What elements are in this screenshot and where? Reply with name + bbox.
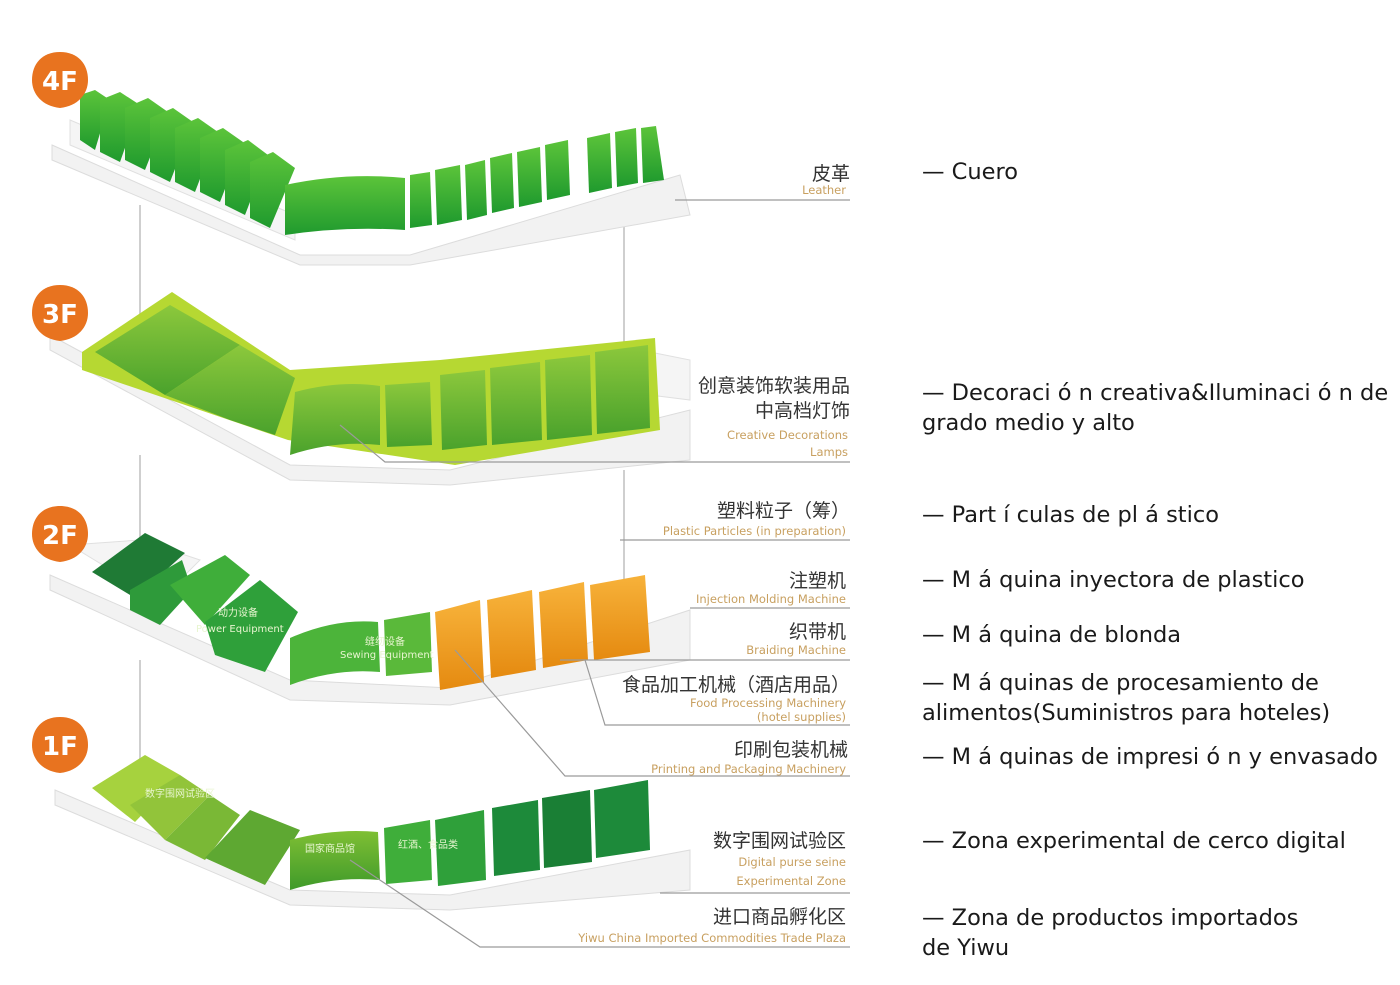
badge-1f: 1F bbox=[32, 717, 88, 773]
zone-leather-en: Leather bbox=[802, 183, 846, 197]
block-label-sewing-zh: 缝纫设备 bbox=[365, 635, 405, 648]
floor-label-1f: 1F bbox=[42, 732, 78, 762]
zone-digital-es: — Zona experimental de cerco digital bbox=[922, 828, 1346, 854]
zone-braiding-en: Braiding Machine bbox=[746, 643, 846, 657]
floor-4f bbox=[51, 90, 691, 266]
zone-decor-en-1: Creative Decorations bbox=[727, 428, 848, 442]
floor-label-4f: 4F bbox=[42, 67, 78, 97]
block-label-national-zh: 国家商品馆 bbox=[305, 842, 355, 855]
zone-printing-zh: 印刷包装机械 bbox=[734, 739, 848, 761]
block-label-power-en: Power Equipment bbox=[196, 624, 284, 635]
zone-digital-zh: 数字围网试验区 bbox=[713, 830, 846, 852]
block-label-sewing-en: Sewing Equipment bbox=[340, 650, 434, 661]
zone-import-es-2: de Yiwu bbox=[922, 935, 1010, 961]
zone-braiding-es: — M á quina de blonda bbox=[922, 622, 1182, 648]
leader-lines bbox=[339, 199, 850, 948]
floor-badges: 4F 3F 2F 1F bbox=[32, 52, 88, 773]
zone-printing-en: Printing and Packaging Machinery bbox=[651, 762, 846, 776]
floor-1f: 数字围网试验区 国家商品馆 红酒、食品类 bbox=[54, 755, 691, 911]
zone-labels: 皮革 Leather 创意装饰软装用品 中高档灯饰 Creative Decor… bbox=[577, 163, 850, 945]
zone-plastic-en: Plastic Particles (in preparation) bbox=[663, 524, 846, 538]
zone-import-en: Yiwu China Imported Commodities Trade Pl… bbox=[577, 931, 846, 945]
zone-food-en-2: (hotel supplies) bbox=[757, 710, 846, 724]
zone-decor-zh-2: 中高档灯饰 bbox=[755, 400, 850, 422]
floor-label-2f: 2F bbox=[42, 521, 78, 551]
zone-decor-zh-1: 创意装饰软装用品 bbox=[698, 375, 850, 397]
floor-plan-diagram: 动力设备 Power Equipment 缝纫设备 Sewing Equipme… bbox=[32, 52, 850, 948]
zone-injection-zh: 注塑机 bbox=[789, 570, 846, 592]
block-label-digital-zh: 数字围网试验区 bbox=[145, 787, 215, 800]
zone-food-zh: 食品加工机械（酒店用品） bbox=[622, 674, 850, 696]
zone-leather-es: — Cuero bbox=[922, 159, 1018, 185]
zone-printing-es: — M á quinas de impresi ó n y envasado bbox=[922, 744, 1378, 770]
zone-leather-zh: 皮革 bbox=[812, 163, 850, 185]
badge-4f: 4F bbox=[32, 52, 88, 108]
block-label-power-zh: 动力设备 bbox=[218, 606, 258, 619]
floor-label-3f: 3F bbox=[42, 300, 78, 330]
floor-2f-blocks bbox=[92, 533, 650, 690]
zone-injection-es: — M á quina inyectora de plastico bbox=[922, 567, 1305, 593]
floor-1f-blocks bbox=[92, 755, 650, 890]
zone-decor-es-1: — Decoraci ó n creativa&Iluminaci ó n de bbox=[922, 380, 1389, 406]
zone-food-es-2: alimentos(Suministros para hoteles) bbox=[922, 700, 1331, 726]
zone-decor-es-2: grado medio y alto bbox=[922, 410, 1135, 436]
floor-3f-blocks bbox=[95, 305, 650, 455]
floor-4f-blocks bbox=[80, 90, 664, 235]
floor-3f bbox=[49, 292, 691, 486]
zone-digital-en-1: Digital purse seine bbox=[738, 855, 846, 869]
floor-2f: 动力设备 Power Equipment 缝纫设备 Sewing Equipme… bbox=[49, 533, 691, 706]
zone-injection-en: Injection Molding Machine bbox=[696, 592, 846, 606]
zone-import-es-1: — Zona de productos importados bbox=[922, 905, 1299, 931]
badge-2f: 2F bbox=[32, 506, 88, 562]
zone-decor-en-2: Lamps bbox=[810, 445, 848, 459]
block-label-wine-zh: 红酒、食品类 bbox=[398, 838, 458, 851]
zone-food-en-1: Food Processing Machinery bbox=[690, 696, 846, 710]
zone-import-zh: 进口商品孵化区 bbox=[713, 906, 846, 928]
zone-braiding-zh: 织带机 bbox=[789, 621, 846, 643]
zone-digital-en-2: Experimental Zone bbox=[736, 874, 846, 888]
zone-plastic-es: — Part í culas de pl á stico bbox=[922, 502, 1220, 528]
badge-3f: 3F bbox=[32, 285, 88, 341]
zone-food-es-1: — M á quinas de procesamiento de bbox=[922, 670, 1319, 696]
zone-plastic-zh: 塑料粒子（筹） bbox=[717, 500, 850, 522]
